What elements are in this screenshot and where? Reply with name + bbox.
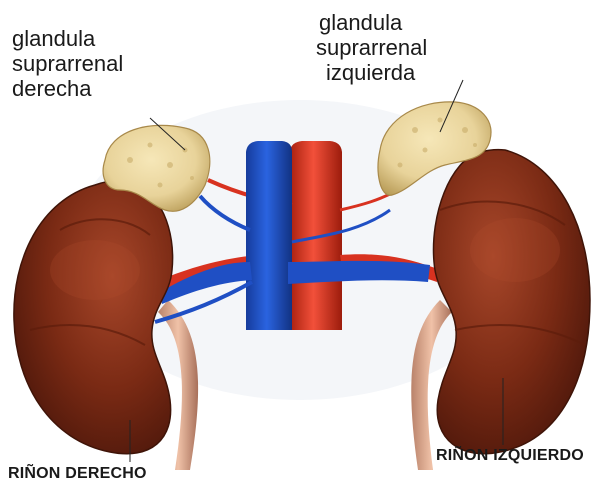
right-adrenal-label-line-3: derecha [12, 78, 123, 103]
right-adrenal-label-line-1: glandula [12, 28, 123, 53]
left-renal-vein [288, 261, 430, 284]
left-adrenal-label-line-3: izquierda [316, 62, 427, 87]
aorta [290, 141, 342, 330]
vena-cava [246, 141, 292, 330]
right-kidney-label: RIÑON DERECHO [8, 466, 147, 482]
left-kidney-illustration [433, 150, 590, 454]
right-kidney-illustration [14, 181, 173, 454]
right-adrenal-label: glandula suprarrenal derecha [12, 28, 123, 103]
left-adrenal-label: glandula suprarrenal izquierda [316, 12, 427, 87]
left-kidney-highlight [470, 218, 560, 282]
left-adrenal-label-line-1: glandula [316, 12, 427, 37]
right-adrenal-label-line-2: suprarrenal [12, 53, 123, 78]
left-kidney-label: RIÑON IZQUIERDO [436, 448, 584, 464]
left-adrenal-label-line-2: suprarrenal [316, 37, 427, 62]
right-kidney-highlight [50, 240, 140, 300]
